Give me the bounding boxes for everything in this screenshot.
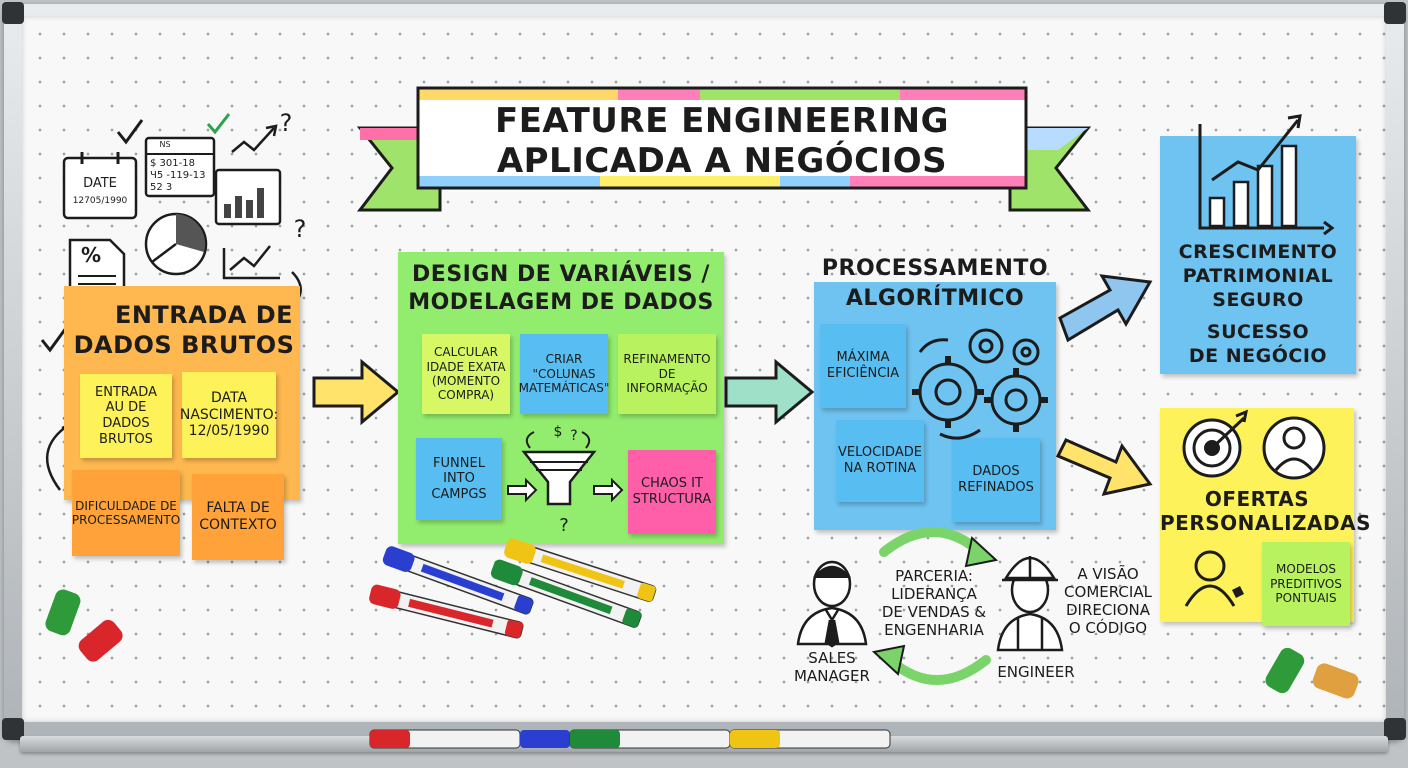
percent-icon: %: [80, 243, 102, 267]
frame-corner: [2, 718, 24, 740]
date-card-value: 12705/1990: [72, 196, 128, 206]
frame-corner: [1384, 718, 1406, 740]
partnership-line4: ENGENHARIA: [884, 621, 984, 639]
processing-title-line1: PROCESSAMENTO: [821, 256, 1049, 281]
question-mark: ?: [293, 215, 307, 243]
partnership-line1: PARCERIA:: [895, 567, 973, 585]
growth-line4: SUCESSO: [1206, 321, 1310, 343]
note-chaos-structura: CHAOS IT STRUCTURA: [628, 450, 716, 534]
table-card-row: $ 301-18: [150, 158, 195, 169]
note-velocidade-rotina: VELOCIDADE NA ROTINA: [836, 420, 924, 502]
partnership-line3: DE VENDAS &: [881, 603, 987, 621]
vision-line4: O CÓDIGO: [1068, 619, 1148, 637]
engineer-label: ENGINEER: [997, 663, 1075, 681]
banner-title-line1: FEATURE ENGINEERING: [494, 101, 949, 141]
note-criar-colunas: CRIAR "COLUNAS MATEMÁTICAS": [519, 334, 609, 414]
date-card-label: DATE: [83, 176, 117, 191]
frame-corner: [1384, 2, 1406, 24]
table-card-header: NS: [159, 140, 171, 149]
note-maxima-eficiencia: MÁXIMA EFICIÊNCIA: [820, 324, 906, 408]
vision-line1: A VISÃO: [1077, 565, 1139, 583]
growth-line3: SEGURO: [1212, 289, 1304, 311]
banner-title-line2: APLICADA A NEGÓCIOS: [496, 141, 948, 181]
note-modelos-preditivos: MODELOS PREDITIVOS PONTUAIS: [1262, 542, 1350, 626]
design-title-line1: DESIGN DE VARIÁVEIS /: [412, 262, 710, 287]
growth-line5: DE NEGÓCIO: [1188, 345, 1328, 367]
funnel-question-mark: ?: [559, 515, 569, 536]
raw-data-title-line2: DADOS BRUTOS: [73, 331, 295, 359]
funnel-dollar-mark: $: [553, 424, 563, 440]
note-falta-contexto: FALTA DE CONTEXTO: [192, 474, 284, 560]
sales-manager-line1: SALES: [808, 649, 856, 667]
sales-manager-line2: MANAGER: [794, 667, 870, 685]
growth-line1: CRESCIMENTO: [1178, 241, 1338, 263]
note-entrada-dados: ENTRADA AU DE DADOS BRUTOS: [80, 374, 172, 458]
note-dificuldade-processamento: DIFICULDADE DE PROCESSAMENTO: [72, 470, 180, 556]
funnel-question-mark: ?: [570, 428, 578, 444]
raw-data-title-line1: ENTRADA DE: [114, 301, 294, 329]
note-refinamento: REFINAMENTO DE INFORMAÇÃO: [618, 334, 716, 414]
note-funnel-campgs: FUNNEL INTO CAMPGS: [416, 438, 502, 520]
note-dados-refinados: DADOS REFINADOS: [952, 438, 1040, 522]
offers-title-line2: PERSONALIZADAS: [1160, 511, 1371, 535]
vision-line3: DIRECIONA: [1065, 601, 1151, 619]
processing-title-line2: ALGORÍTMICO: [845, 286, 1025, 311]
table-card-row: Ч5 -119-13: [150, 170, 206, 181]
partnership-line2: LIDERANÇA: [891, 585, 977, 603]
offers-title-line1: OFERTAS: [1204, 487, 1310, 511]
growth-line2: PATRIMONIAL: [1182, 265, 1334, 287]
frame-corner: [2, 2, 24, 24]
question-mark: ?: [279, 109, 293, 137]
note-calcular-idade: CALCULAR IDADE EXATA (MOMENTO COMPRA): [422, 334, 510, 414]
table-card-row: 52 3: [150, 182, 173, 193]
note-data-nascimento: DATA NASCIMENTO: 12/05/1990: [180, 372, 278, 458]
vision-line2: COMERCIAL: [1064, 583, 1152, 601]
design-title-line2: MODELAGEM DE DADOS: [408, 290, 714, 315]
